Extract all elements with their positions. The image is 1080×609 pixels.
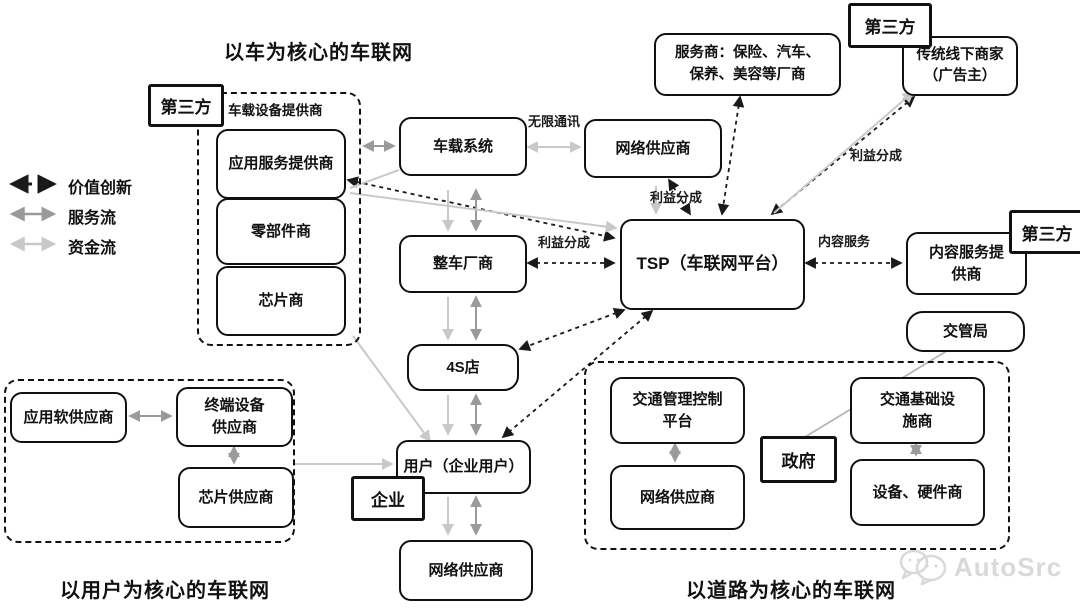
tag-third-party-right: 第三方: [1009, 210, 1080, 254]
node-traffic-control-line2: 平台: [662, 412, 693, 430]
node-hardware-maker-label: 设备、硬件商: [872, 483, 963, 501]
legend-capital-flow-label: 资金流: [68, 240, 117, 257]
node-infrastructure-line2: 施商: [902, 412, 933, 430]
node-chip-maker: 芯片商: [216, 266, 346, 336]
node-infrastructure-line1: 交通基础设: [879, 390, 955, 408]
edge-networktop-tsp: [668, 178, 691, 216]
node-traffic-bureau-label: 交管局: [942, 322, 988, 340]
node-hardware-maker: 设备、硬件商: [850, 459, 985, 526]
node-content-provider-line1: 内容服务提: [928, 243, 1004, 261]
node-network-provider-top-label: 网络供应商: [615, 139, 691, 157]
node-terminal-supplier: 终端设备 供应商: [176, 387, 293, 447]
node-parts-maker-label: 零部件商: [250, 222, 311, 240]
edge-tsp-user: [501, 309, 654, 439]
edge-devicegroup-user-capital: [352, 335, 432, 443]
node-traffic-control-line1: 交通管理控制: [632, 390, 723, 408]
tag-enterprise: 企业: [351, 476, 425, 521]
node-tsp-label: TSP（车联网平台）: [636, 254, 789, 274]
node-network-provider-road: 网络供应商: [610, 465, 745, 530]
node-oem: 整车厂商: [399, 235, 527, 293]
node-app-soft-provider: 应用软供应商: [10, 392, 127, 443]
node-parts-maker: 零部件商: [216, 198, 346, 265]
group-vehicle-device-provider-label: 车载设备提供商: [228, 103, 323, 118]
legend-value-innovation-label: 价值创新: [68, 180, 133, 197]
node-network-provider-bottom-label: 网络供应商: [428, 561, 504, 579]
edge-vehiclesystem-appservice-capital: [349, 169, 400, 189]
edge-label-profit-share-network: 利益分成: [650, 190, 703, 205]
node-terminal-supplier-line1: 终端设备: [204, 397, 265, 415]
node-network-provider-bottom: 网络供应商: [399, 540, 533, 601]
node-chip-maker-label: 芯片商: [258, 292, 304, 310]
title-car-centric: 以车为核心的车联网: [224, 42, 413, 64]
node-app-service-provider: 应用服务提供商: [216, 129, 346, 199]
node-service-providers: 服务商：保险、汽车、 保养、美容等厂商: [654, 33, 841, 96]
node-user-label: 用户（企业用户）: [403, 458, 524, 476]
node-service-providers-line1: 服务商：保险、汽车、: [675, 45, 820, 62]
legend-service-flow-label: 服务流: [68, 210, 117, 227]
edge-label-profit-share-oem: 利益分成: [538, 235, 591, 250]
caption-user-centric: 以用户为核心的车联网: [60, 580, 270, 602]
caption-road-centric: 以道路为核心的车联网: [686, 580, 896, 602]
node-vehicle-system: 车载系统: [399, 117, 527, 176]
node-4s-store: 4S店: [407, 344, 519, 391]
edge-appservice-tsp: [346, 176, 616, 242]
edge-tsp-offlinemerchants-capital: [773, 90, 915, 214]
edge-serviceproviders-tsp: [717, 95, 745, 216]
node-app-soft-provider-label: 应用软供应商: [23, 408, 114, 426]
node-app-service-provider-label: 应用服务提供商: [228, 155, 334, 173]
node-terminal-supplier-line2: 供应商: [211, 419, 257, 436]
node-network-provider-top: 网络供应商: [584, 119, 722, 178]
node-offline-merchants-line2: （广告主）: [923, 68, 997, 84]
node-traffic-bureau: 交管局: [906, 311, 1025, 352]
tag-third-party-left: 第三方: [148, 84, 224, 127]
node-offline-merchants: 传统线下商家 （广告主）: [902, 36, 1018, 96]
edge-label-content-service: 内容服务: [818, 234, 871, 249]
tag-third-party-top: 第三方: [848, 3, 932, 48]
node-chip-supplier: 芯片供应商: [178, 467, 294, 528]
edge-label-profit-share-offline: 利益分成: [850, 148, 903, 163]
edge-tsp-4sstore: [518, 308, 626, 351]
node-service-providers-line2: 保养、美容等厂商: [689, 66, 806, 83]
node-tsp: TSP（车联网平台）: [620, 219, 805, 310]
node-content-provider-line2: 供商: [951, 265, 982, 283]
node-traffic-control-platform: 交通管理控制 平台: [610, 377, 745, 444]
watermark-text: AutoSrc: [954, 551, 1063, 582]
node-content-provider: 内容服务提 供商: [906, 232, 1027, 295]
group-road-centric: [584, 361, 1010, 550]
watermark: AutoSrc: [898, 548, 1062, 586]
tag-government: 政府: [760, 436, 837, 483]
edge-label-wireless-comm: 无限通讯: [528, 114, 581, 129]
node-network-provider-road-label: 网络供应商: [639, 488, 715, 506]
node-oem-label: 整车厂商: [432, 255, 493, 273]
node-infrastructure: 交通基础设 施商: [850, 377, 985, 444]
node-offline-merchants-line1: 传统线下商家: [916, 46, 1004, 63]
node-4s-store-label: 4S店: [446, 358, 480, 376]
group-user-centric: [4, 379, 295, 543]
node-vehicle-system-label: 车载系统: [432, 137, 493, 155]
watermark-chat-bubbles-icon: [899, 549, 947, 586]
edge-appservice-tsp-capital: [349, 192, 618, 233]
node-chip-supplier-label: 芯片供应商: [198, 488, 274, 506]
